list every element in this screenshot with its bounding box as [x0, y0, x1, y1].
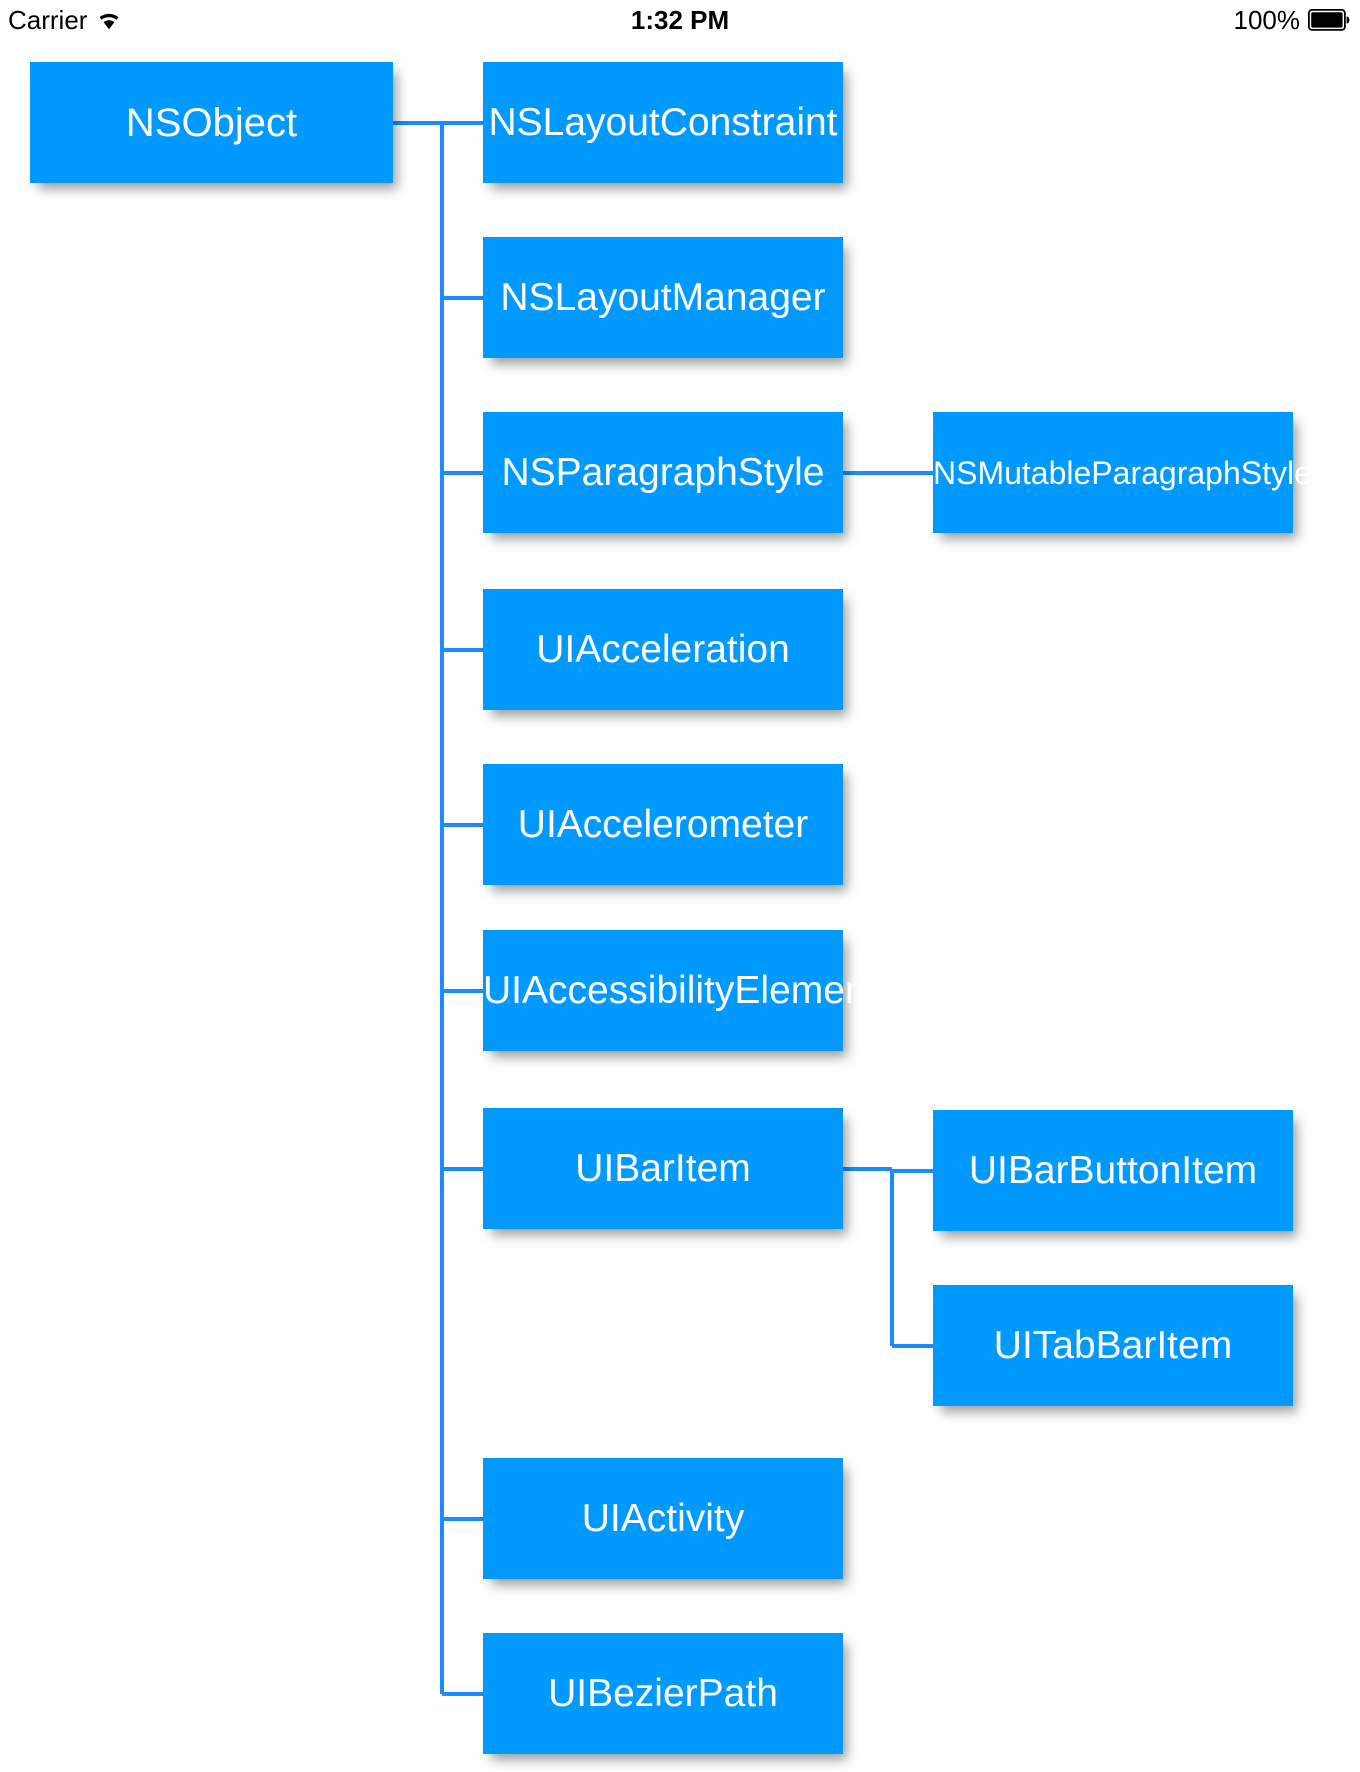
node-uiaccessibilityelement[interactable]: UIAccessibilityElement	[483, 930, 878, 1051]
node-label: UIAccelerometer	[517, 803, 809, 846]
status-bar-center: 1:32 PM	[0, 0, 1360, 40]
node-uitabbaritem[interactable]: UITabBarItem	[933, 1285, 1293, 1406]
node-label: UIAccessibilityElement	[483, 969, 878, 1012]
node-label: UIActivity	[581, 1497, 745, 1540]
node-nslayoutconstraint[interactable]: NSLayoutConstraint	[483, 62, 843, 183]
node-uiactivity[interactable]: UIActivity	[483, 1458, 843, 1579]
node-nslayoutmanager[interactable]: NSLayoutManager	[483, 237, 843, 358]
node-nsobject[interactable]: NSObject	[30, 62, 393, 183]
node-label: NSParagraphStyle	[501, 451, 825, 494]
status-bar-right: 100%	[1234, 0, 1351, 40]
node-label: UIBarItem	[575, 1147, 751, 1190]
node-label: UIBezierPath	[548, 1672, 778, 1715]
node-nsparagraphstyle[interactable]: NSParagraphStyle	[483, 412, 843, 533]
clock-label: 1:32 PM	[630, 4, 730, 35]
node-label: NSLayoutConstraint	[488, 101, 838, 144]
node-label: UIBarButtonItem	[968, 1149, 1258, 1192]
carrier-label: Carrier	[8, 4, 88, 35]
node-uibezierpath[interactable]: UIBezierPath	[483, 1633, 843, 1754]
node-uibaritem[interactable]: UIBarItem	[483, 1108, 843, 1229]
node-uiacceleration[interactable]: UIAcceleration	[483, 589, 843, 710]
node-uiaccelerometer[interactable]: UIAccelerometer	[483, 764, 843, 885]
node-label: NSMutableParagraphStyle	[933, 454, 1312, 491]
node-label: NSObject	[125, 100, 298, 145]
node-label: NSLayoutManager	[500, 276, 826, 319]
node-label: UITabBarItem	[993, 1324, 1233, 1367]
node-uibarbuttonitem[interactable]: UIBarButtonItem	[933, 1110, 1293, 1231]
node-label: UIAcceleration	[536, 628, 790, 671]
battery-full-icon	[1308, 9, 1350, 31]
node-nsmutableparagraphstyle[interactable]: NSMutableParagraphStyle	[933, 412, 1312, 533]
status-bar-left: Carrier	[8, 0, 122, 40]
status-bar: Carrier 1:32 PM 100%	[0, 0, 1360, 40]
wifi-icon	[96, 10, 122, 30]
battery-percent-label: 100%	[1233, 4, 1301, 35]
